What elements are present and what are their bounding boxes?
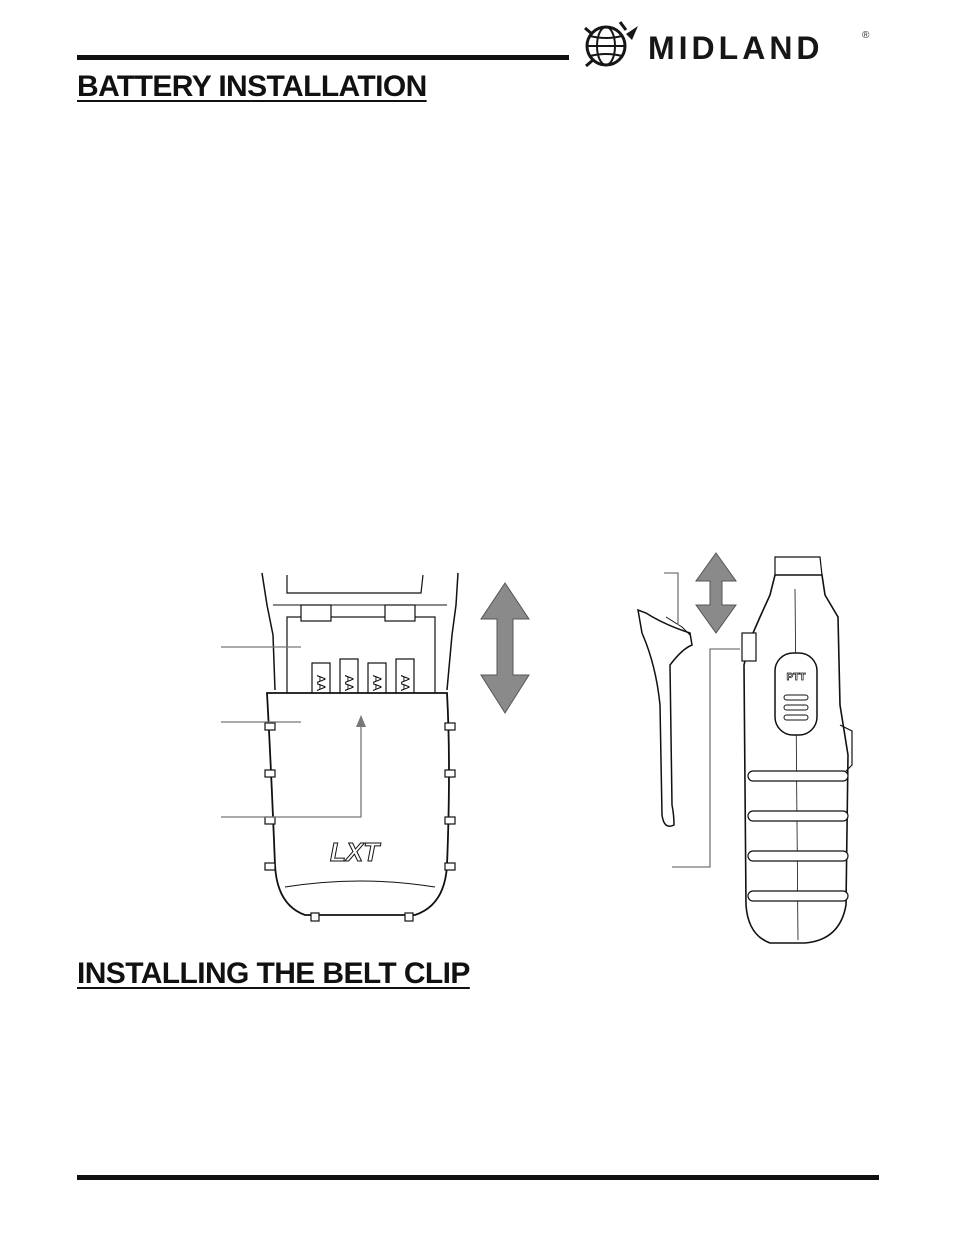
battery-compartment-figure: AA AA AA AA LXT <box>215 565 535 945</box>
brand-name: MIDLAND <box>648 30 824 66</box>
battery-label: AA <box>370 675 384 691</box>
ptt-label: PTT <box>787 672 806 683</box>
battery-label: AA <box>398 675 412 691</box>
battery-label: AA <box>342 675 356 691</box>
ptt-button <box>774 652 818 736</box>
battery-installation-heading: BATTERY INSTALLATION <box>77 70 427 103</box>
globe-icon <box>584 21 638 68</box>
slide-direction-arrow-icon <box>480 582 530 714</box>
midland-logo: MIDLAND ® <box>580 16 872 76</box>
grip-ribs <box>747 770 849 902</box>
bottom-rule <box>77 1175 879 1180</box>
callout-lines <box>664 572 740 868</box>
callout-lines <box>221 646 362 818</box>
registered-mark: ® <box>862 30 870 41</box>
belt-clip <box>637 608 693 827</box>
insert-arrow-icon <box>356 715 366 727</box>
lxt-logo: LXT <box>330 837 381 867</box>
battery-label: AA <box>314 675 328 691</box>
radio-side-body <box>743 574 849 944</box>
installing-belt-clip-heading: INSTALLING THE BELT CLIP <box>77 957 470 990</box>
slide-direction-arrow-icon <box>695 552 737 634</box>
top-rule <box>77 55 569 60</box>
belt-clip-figure: PTT <box>620 545 870 950</box>
